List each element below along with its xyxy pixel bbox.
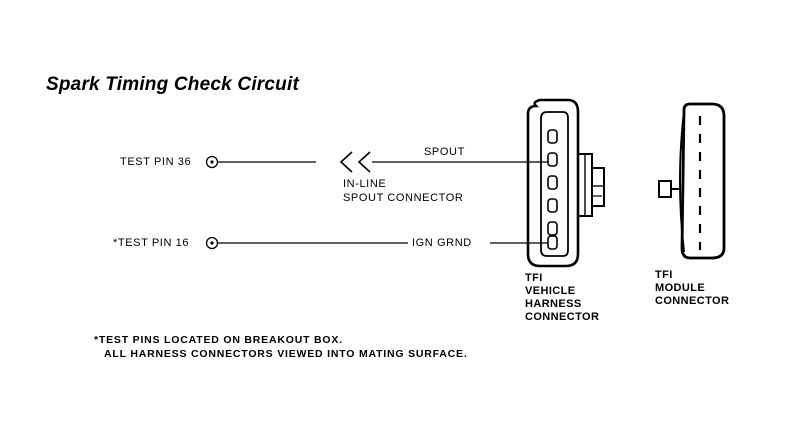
module-connector-label-line: TFI	[655, 269, 673, 281]
module-connector-label-line: MODULE	[655, 282, 706, 294]
test-pin-16-terminal	[205, 236, 219, 250]
vehicle-connector-label-line: TFI	[525, 272, 543, 284]
ign-grnd-wire-label: IGN GRND	[412, 237, 472, 249]
tfi-module-connector	[658, 102, 726, 260]
test-pin-36-wire	[205, 155, 316, 169]
test-pin-36-label: TEST PIN 36	[120, 156, 192, 168]
test-pin-16-wire	[205, 236, 548, 250]
footnote-viewing-direction: ALL HARNESS CONNECTORS VIEWED INTO MATIN…	[104, 348, 468, 360]
footnote-test-pins: *TEST PINS LOCATED ON BREAKOUT BOX.	[94, 334, 343, 346]
diagram-title: Spark Timing Check Circuit	[46, 74, 299, 95]
module-connector-label: TFI MODULE CONNECTOR	[655, 269, 729, 308]
vehicle-connector-label-line: HARNESS	[525, 298, 582, 310]
vehicle-connector-label: TFI VEHICLE HARNESS CONNECTOR	[525, 272, 599, 324]
test-pin-16-label: *TEST PIN 16	[113, 237, 190, 249]
test-pin-36-terminal	[205, 155, 219, 169]
spout-wire-label: SPOUT	[424, 146, 465, 158]
tfi-vehicle-harness-connector	[526, 98, 605, 268]
inline-spout-connector-symbol	[339, 151, 371, 173]
module-connector-label-line: CONNECTOR	[655, 295, 730, 307]
vehicle-connector-label-line: CONNECTOR	[525, 311, 600, 323]
inline-connector-label-line2: SPOUT CONNECTOR	[343, 192, 464, 204]
inline-connector-label-line1: IN-LINE	[343, 178, 387, 190]
vehicle-connector-label-line: VEHICLE	[525, 285, 576, 297]
